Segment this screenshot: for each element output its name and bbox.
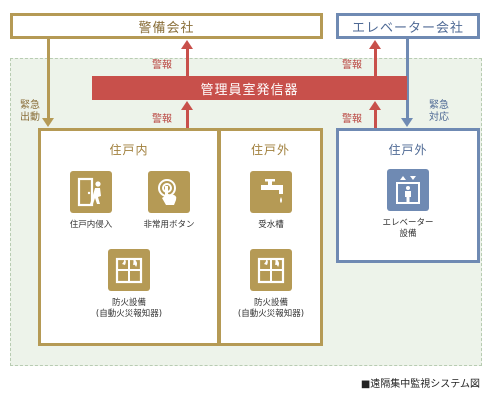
dispatch-line bbox=[47, 39, 50, 119]
zone-inside: 住戸内 住戸内侵入 非常用ボタン bbox=[38, 128, 220, 346]
door-intrusion-icon bbox=[70, 171, 112, 213]
elevator-company-label: エレベーター会社 bbox=[351, 20, 464, 36]
response-arrowhead bbox=[401, 118, 413, 127]
fire-equipment-outside-sub: (自動火災報知器) bbox=[237, 309, 305, 319]
dispatch-arrowhead bbox=[42, 118, 54, 127]
alert-up-line-security bbox=[186, 47, 189, 76]
fire-equipment-inside-label: 防火設備 bbox=[111, 298, 146, 308]
emergency-dispatch-label: 緊急 出動 bbox=[20, 100, 40, 123]
response-line bbox=[406, 39, 409, 119]
item-water-tank: 受水槽 bbox=[233, 171, 309, 231]
elevator-company-box: エレベーター会社 bbox=[336, 13, 480, 39]
transmitter-label: 管理員室発信器 bbox=[200, 82, 299, 98]
item-intrusion: 住戸内侵入 bbox=[63, 171, 119, 231]
intrusion-label: 住戸内侵入 bbox=[69, 220, 113, 230]
item-fire-equipment-inside: 防火設備 (自動火災報知器) bbox=[91, 249, 167, 320]
alert-label-bottom-right: 警報 bbox=[342, 114, 362, 125]
alert-up-arrowhead-security bbox=[181, 40, 193, 49]
water-tank-label: 受水槽 bbox=[258, 220, 284, 230]
figure-caption: ■遠隔集中監視システム図 bbox=[360, 379, 480, 390]
zone-inside-title: 住戸内 bbox=[109, 143, 149, 157]
elevator-icon bbox=[387, 169, 429, 211]
zone-outside-title: 住戸外 bbox=[250, 143, 290, 157]
fire-equipment-icon bbox=[250, 249, 292, 291]
alert-line-from-zones bbox=[186, 108, 189, 128]
emergency-button-icon bbox=[148, 171, 190, 213]
alert-label-bottom-left: 警報 bbox=[152, 114, 172, 125]
alert-arrowhead-from-zones bbox=[181, 101, 193, 110]
management-transmitter-bar: 管理員室発信器 bbox=[92, 76, 407, 100]
fire-equipment-inside-sub: (自動火災報知器) bbox=[95, 309, 163, 319]
item-elevator: エレベーター 設備 bbox=[372, 169, 444, 240]
emergency-response-label: 緊急 対応 bbox=[429, 100, 449, 123]
alert-up-line-elevator bbox=[374, 47, 377, 76]
alert-up-arrowhead-elevator bbox=[369, 40, 381, 49]
alert-label-top-left: 警報 bbox=[152, 60, 172, 71]
alert-label-top-right: 警報 bbox=[342, 60, 362, 71]
item-fire-equipment-outside: 防火設備 (自動火災報知器) bbox=[233, 249, 309, 320]
water-tank-icon bbox=[250, 171, 292, 213]
fire-equipment-outside-label: 防火設備 bbox=[253, 298, 288, 308]
alert-arrowhead-from-elevator bbox=[369, 101, 381, 110]
alert-line-from-elevator bbox=[374, 108, 377, 128]
elevator-sub: 設備 bbox=[399, 229, 417, 239]
security-company-box: 警備会社 bbox=[10, 13, 323, 39]
security-company-label: 警備会社 bbox=[138, 20, 195, 36]
emergency-button-label: 非常用ボタン bbox=[143, 220, 195, 230]
item-emergency-button: 非常用ボタン bbox=[138, 171, 200, 231]
zone-elevator-title: 住戸外 bbox=[388, 143, 428, 157]
zone-elevator: 住戸外 エレベーター 設備 bbox=[336, 128, 480, 263]
elevator-label: エレベーター bbox=[382, 218, 434, 228]
zone-outside: 住戸外 受水槽 防火設備 (自動火災報知器) bbox=[218, 128, 323, 346]
fire-equipment-icon bbox=[108, 249, 150, 291]
